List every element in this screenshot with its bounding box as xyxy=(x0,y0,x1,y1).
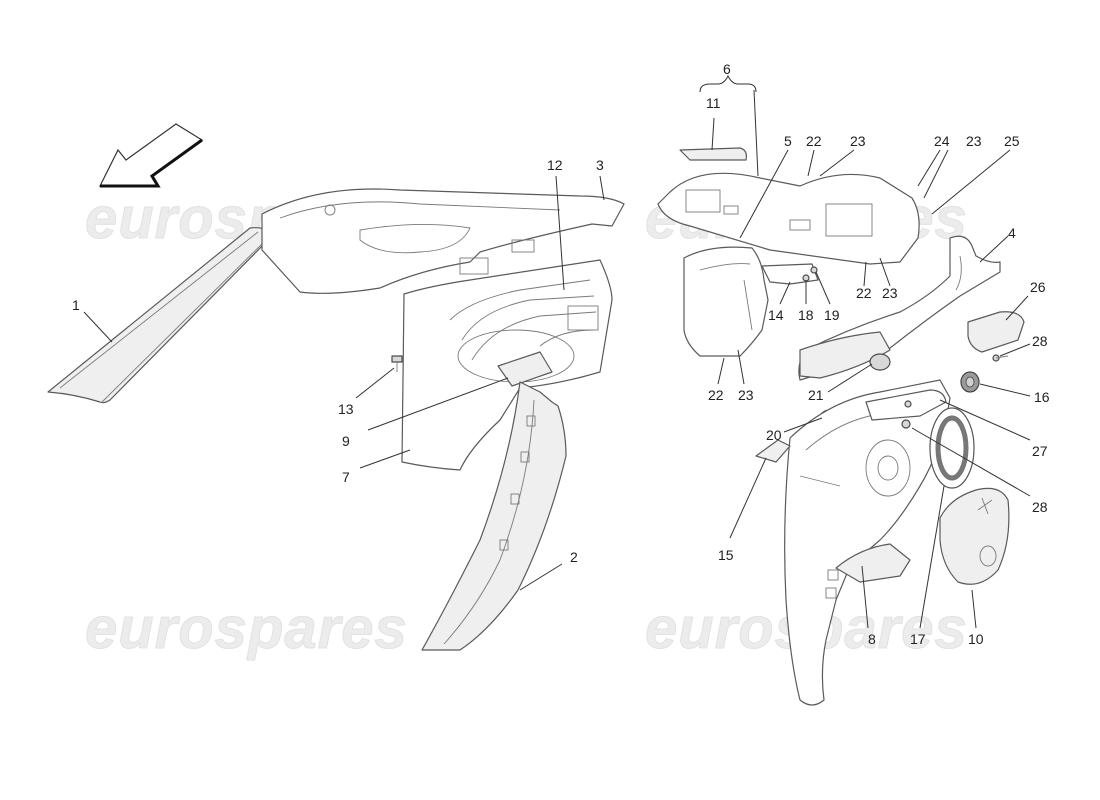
callout-18: 18 xyxy=(798,307,814,323)
callout-28-lower: 28 xyxy=(1032,499,1048,515)
callout-21: 21 xyxy=(808,387,824,403)
callout-23-mid: 23 xyxy=(882,285,898,301)
part-6-group-bracket xyxy=(699,74,757,93)
part-21-bushing xyxy=(869,353,891,371)
part-16-grommet xyxy=(960,371,980,393)
part-6-rear-parcel-shelf xyxy=(657,147,920,265)
callout-22-low: 22 xyxy=(708,387,724,403)
callout-17: 17 xyxy=(910,631,926,647)
callout-11: 11 xyxy=(706,95,721,111)
callout-24: 24 xyxy=(934,133,950,149)
callout-22-top: 22 xyxy=(806,133,822,149)
callout-4: 4 xyxy=(1008,225,1016,241)
callout-15: 15 xyxy=(718,547,734,563)
callout-7: 7 xyxy=(342,469,350,485)
callout-28-upper: 28 xyxy=(1032,333,1048,349)
callout-16: 16 xyxy=(1034,389,1050,405)
callout-12: 12 xyxy=(547,157,563,173)
callout-14: 14 xyxy=(768,307,784,323)
callout-19: 19 xyxy=(824,307,840,323)
direction-arrow-icon xyxy=(99,123,204,188)
callout-22-mid: 22 xyxy=(856,285,872,301)
callout-6: 6 xyxy=(723,61,731,77)
part-9-grille xyxy=(497,351,553,387)
callout-25: 25 xyxy=(1004,133,1020,149)
callout-23-low: 23 xyxy=(738,387,754,403)
part-26-cover xyxy=(967,311,1025,353)
part-1-pillar-trim xyxy=(47,227,273,404)
part-17-speaker-ring xyxy=(929,407,975,489)
callout-labels: 1 2 3 4 5 6 7 8 9 10 11 12 13 14 15 16 1… xyxy=(72,61,1050,647)
callout-23-top: 23 xyxy=(850,133,866,149)
leader-lines xyxy=(83,89,1031,629)
callout-10: 10 xyxy=(968,631,984,647)
part-28-screw-upper-icon xyxy=(992,354,1009,362)
callout-27: 27 xyxy=(1032,443,1048,459)
callout-2: 2 xyxy=(570,549,578,565)
part-14-bracket xyxy=(761,263,819,285)
callout-8: 8 xyxy=(868,631,876,647)
part-8-rear-quarter-trim xyxy=(784,379,951,706)
callout-9: 9 xyxy=(342,433,350,449)
part-27-bracket xyxy=(865,389,947,421)
callout-3: 3 xyxy=(596,157,604,173)
callout-5: 5 xyxy=(784,133,792,149)
watermark-bottom-left: eurospares xyxy=(85,596,408,661)
callout-13: 13 xyxy=(338,401,354,417)
callout-20: 20 xyxy=(766,427,782,443)
part-10-speaker-cover xyxy=(939,487,1010,585)
callout-1: 1 xyxy=(72,297,80,313)
part-15-clip xyxy=(755,439,791,463)
callout-26: 26 xyxy=(1030,279,1046,295)
part-3-roof-frame xyxy=(261,188,625,294)
part-28-screw-icon xyxy=(901,419,911,429)
callout-23-right: 23 xyxy=(966,133,982,149)
part-2-b-pillar-trim xyxy=(421,381,567,651)
part-5-rear-side-trim xyxy=(683,246,769,357)
part-13-screw-icon xyxy=(391,355,403,372)
